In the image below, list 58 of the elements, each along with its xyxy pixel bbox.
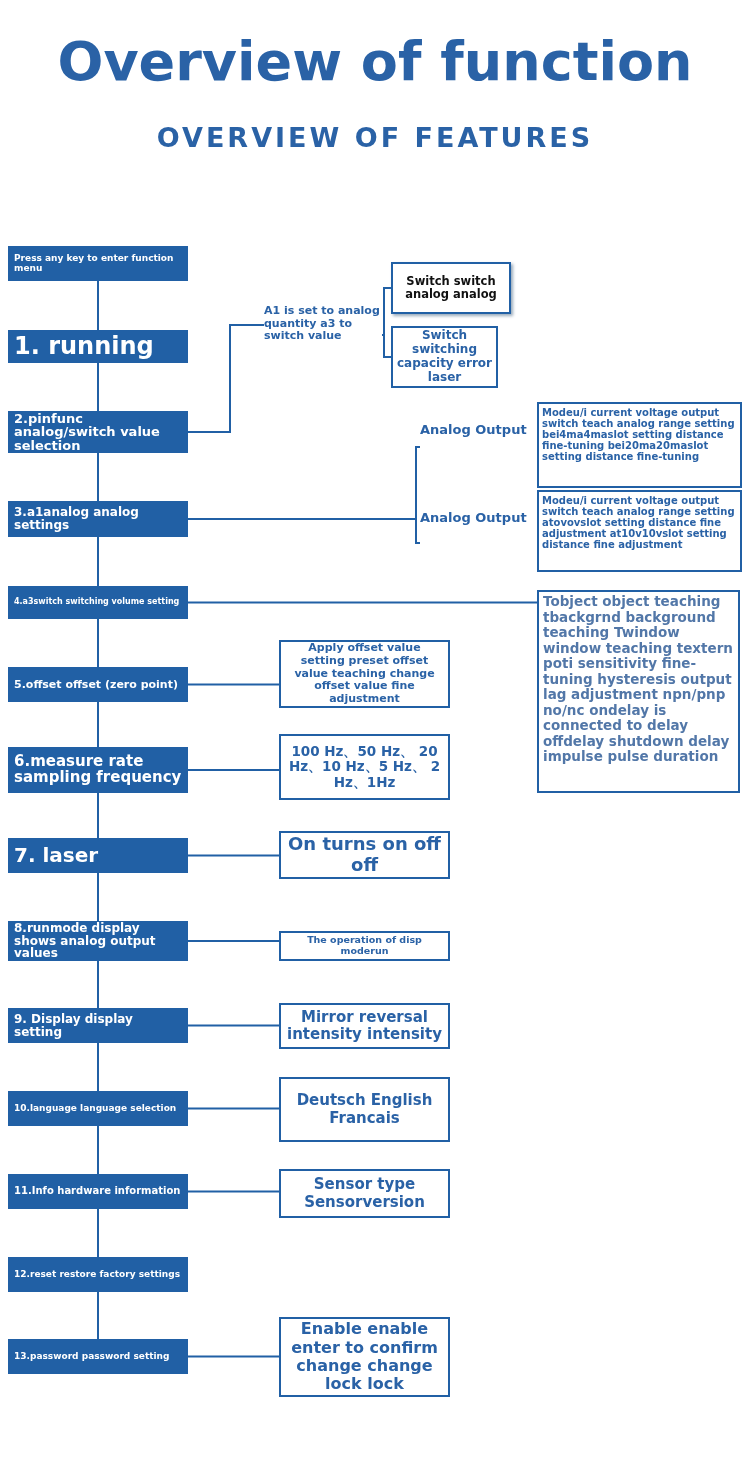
option-box: Mirror reversal intensity intensity bbox=[279, 1003, 450, 1049]
menu-item-box: 5.offset offset (zero point) bbox=[8, 667, 188, 702]
section-heading: Analog Output bbox=[420, 422, 527, 437]
connector-line bbox=[187, 940, 280, 942]
connector-line bbox=[187, 1024, 280, 1027]
subtitle: OVERVIEW OF FEATURES bbox=[155, 122, 595, 153]
section-heading: Analog Output bbox=[420, 510, 527, 525]
connector-line bbox=[97, 1208, 99, 1258]
menu-item-box: 4.a3switch switching volume setting bbox=[8, 586, 188, 619]
option-box: Apply offset value setting preset offset value teaching change offset value fine adjustment bbox=[279, 640, 450, 708]
connector-line bbox=[187, 683, 280, 686]
connector-line bbox=[97, 872, 99, 922]
menu-item-box: 8.runmode display shows analog output values bbox=[8, 921, 188, 961]
menu-item-box: Press any key to enter function menu bbox=[8, 246, 188, 281]
connector-line bbox=[97, 362, 99, 412]
connector-line bbox=[97, 280, 99, 331]
menu-item-box: 11.Info hardware information bbox=[8, 1174, 188, 1209]
menu-item-box: 9. Display display setting bbox=[8, 1008, 188, 1043]
option-box: Switch switch analog analog bbox=[391, 262, 511, 314]
connector-line bbox=[97, 452, 99, 502]
connector-line bbox=[97, 536, 99, 587]
menu-item-box: 2.pinfunc analog/switch value selection bbox=[8, 411, 188, 453]
option-box: Modeu/i current voltage output switch teach analog range setting bei4ma4maslot setting distance fine-tuning bei20ma20maslot setting distance fine-tuning bbox=[537, 402, 742, 488]
connector-line bbox=[97, 1042, 99, 1092]
connector-line bbox=[97, 618, 99, 668]
connector-line bbox=[187, 769, 280, 771]
connector-line bbox=[187, 1190, 280, 1193]
option-box: Sensor type Sensorversion bbox=[279, 1169, 450, 1218]
title: Overview of function bbox=[56, 30, 694, 93]
menu-item-box: 6.measure rate sampling frequency bbox=[8, 747, 188, 793]
option-box: Enable enable enter to confirm change change lock lock bbox=[279, 1317, 450, 1397]
menu-item-box: 10.language language selection bbox=[8, 1091, 188, 1126]
menu-item-box: 3.a1analog analog settings bbox=[8, 501, 188, 537]
option-box: The operation of disp moderun bbox=[279, 931, 450, 961]
connector-line bbox=[381, 334, 392, 358]
option-box: Tobject object teaching tbackgrnd background teaching Twindow window teaching textern poti sensitivity fine-tuning hysteresis output lag adjustment npn/pnp no/nc ondelay is connected to delay offdelay shutdown delay impulse pulse duration bbox=[537, 590, 740, 793]
menu-item-box: 7. laser bbox=[8, 838, 188, 873]
menu-item-box: 13.password password setting bbox=[8, 1339, 188, 1374]
connector-line bbox=[97, 701, 99, 748]
option-box: On turns on off off bbox=[279, 831, 450, 879]
connector-line bbox=[187, 1107, 280, 1110]
connector-line bbox=[381, 287, 392, 336]
option-box: Deutsch English Francais bbox=[279, 1077, 450, 1142]
connector-line bbox=[187, 854, 280, 857]
connector-line bbox=[187, 601, 538, 604]
connector-line bbox=[97, 1125, 99, 1175]
option-box: Switch switching capacity error laser bbox=[391, 326, 498, 388]
connector-line bbox=[187, 324, 265, 433]
connector-line bbox=[187, 518, 421, 544]
option-box: 100 Hz、50 Hz、 20 Hz、10 Hz、5 Hz、 2 Hz、1Hz bbox=[279, 734, 450, 800]
menu-item-box: 12.reset restore factory settings bbox=[8, 1257, 188, 1292]
connector-line bbox=[97, 792, 99, 839]
connector-line bbox=[97, 1291, 99, 1340]
menu-item-box: 1. running bbox=[8, 330, 188, 363]
note-text: A1 is set to analog quantity a3 to switch value bbox=[264, 305, 382, 345]
connector-line bbox=[97, 960, 99, 1009]
connector-line bbox=[187, 1355, 280, 1358]
option-box: Modeu/i current voltage output switch teach analog range setting atovovslot setting distance fine adjustment at10v10vslot setting distance fine adjustment bbox=[537, 490, 742, 572]
